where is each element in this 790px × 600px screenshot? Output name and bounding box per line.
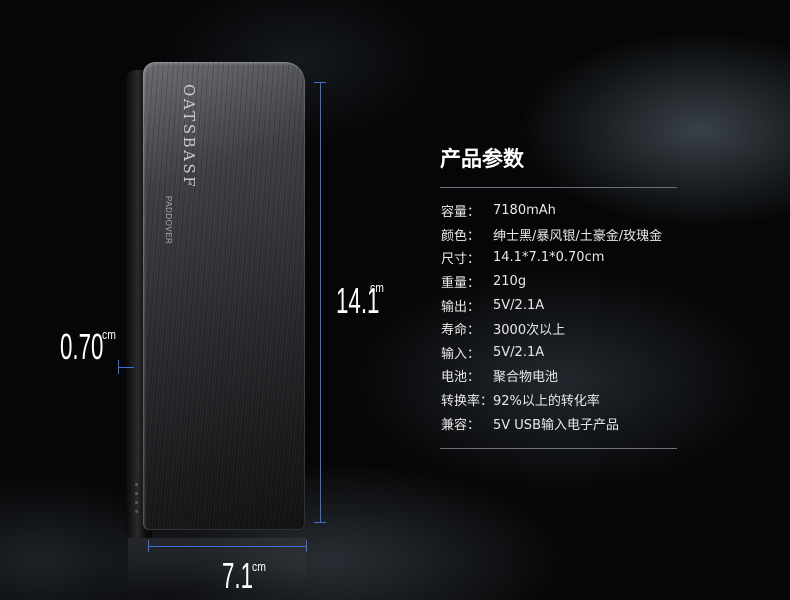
led-indicator-dots xyxy=(135,483,141,519)
spec-row-output: 输出： 5V/2.1A xyxy=(441,293,662,317)
spec-row-compatibility: 兼容： 5V USB输入电子产品 xyxy=(441,411,662,435)
spec-value: 聚合物电池 xyxy=(493,370,559,386)
thickness-cap xyxy=(118,360,119,374)
spec-value: 14.1*7.1*0.70cm xyxy=(493,250,605,266)
brand-logo-text: OATSBASF xyxy=(180,84,198,190)
spec-value: 5V/2.1A xyxy=(493,344,545,360)
width-unit: cm xyxy=(252,559,266,574)
thickness-value: 0.70 xyxy=(60,326,104,367)
spec-title: 产品参数 xyxy=(440,147,524,171)
brand-subtitle: PADDOVER xyxy=(164,196,173,245)
spec-row-weight: 重量： 210g xyxy=(441,270,662,294)
spec-divider-bottom xyxy=(440,448,677,449)
spec-row-color: 颜色： 绅士黑/暴风银/土豪金/玫瑰金 xyxy=(441,223,662,247)
spec-label: 输出： xyxy=(441,299,481,315)
spec-row-lifespan: 寿命： 3000次以上 xyxy=(441,317,662,341)
spec-value: 7180mAh xyxy=(493,203,556,219)
spec-row-battery: 电池： 聚合物电池 xyxy=(441,364,662,388)
spec-value: 绅士黑/暴风银/土豪金/玫瑰金 xyxy=(493,228,663,244)
length-line xyxy=(320,82,321,522)
spec-label: 容量： xyxy=(441,205,481,221)
spec-label: 电池： xyxy=(441,370,481,386)
thickness-line xyxy=(118,367,134,368)
spec-label: 寿命： xyxy=(441,323,481,339)
thickness-unit: cm xyxy=(102,327,116,342)
width-value: 7.1 xyxy=(222,555,254,596)
spec-value: 3000次以上 xyxy=(493,323,566,339)
spec-row-capacity: 容量： 7180mAh xyxy=(441,199,662,223)
spec-divider-top xyxy=(440,187,677,188)
width-cap-right xyxy=(306,540,307,552)
spec-label: 转换率： xyxy=(441,394,494,410)
spec-row-input: 输入： 5V/2.1A xyxy=(441,341,662,365)
spec-label: 尺寸： xyxy=(441,252,481,268)
spec-value: 210g xyxy=(493,274,527,290)
device-front-face xyxy=(143,62,305,530)
spec-list: 容量： 7180mAh 颜色： 绅士黑/暴风银/土豪金/玫瑰金 尺寸： 14.1… xyxy=(441,199,662,435)
spec-value: 5V/2.1A xyxy=(493,297,545,313)
length-unit: cm xyxy=(370,280,384,295)
spec-row-efficiency: 转换率： 92%以上的转化率 xyxy=(441,388,662,412)
spec-label: 兼容： xyxy=(441,417,481,433)
spec-row-size: 尺寸： 14.1*7.1*0.70cm xyxy=(441,246,662,270)
length-value: 14.1 xyxy=(336,280,380,321)
spec-value: 5V USB输入电子产品 xyxy=(493,417,619,433)
spec-value: 92%以上的转化率 xyxy=(493,394,600,410)
spec-label: 颜色： xyxy=(441,228,481,244)
spec-label: 输入： xyxy=(441,346,481,362)
length-cap-bottom xyxy=(314,522,326,523)
width-line xyxy=(148,546,306,547)
spec-label: 重量： xyxy=(441,276,481,292)
